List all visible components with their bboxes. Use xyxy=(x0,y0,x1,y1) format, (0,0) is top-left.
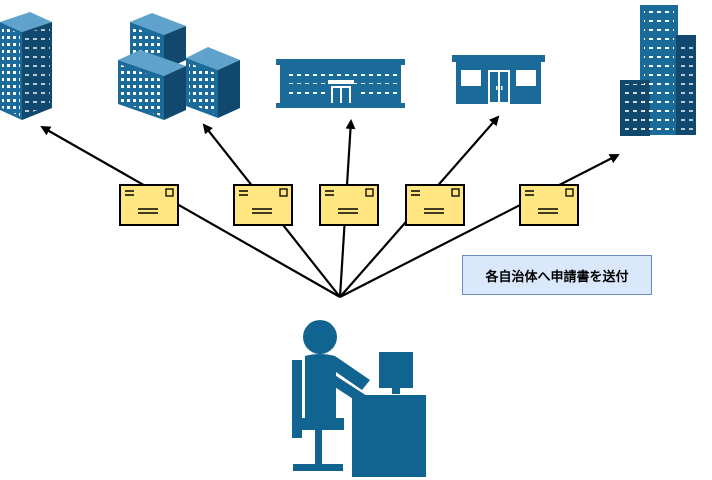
office-complex-icon xyxy=(118,13,240,120)
city-hall-icon xyxy=(276,59,405,108)
envelope-group xyxy=(119,184,579,226)
shop-icon xyxy=(452,55,545,104)
mail-envelope-icon xyxy=(405,184,465,226)
office-tower-icon xyxy=(0,12,52,120)
arrow-to-office-tower xyxy=(40,126,341,298)
person-at-desk-icon xyxy=(292,320,426,477)
mail-envelope-icon xyxy=(519,184,579,226)
send-label: 各自治体へ申請書を送付 xyxy=(462,255,652,295)
arrow-to-skyscraper xyxy=(339,154,620,298)
mail-envelope-icon xyxy=(233,184,293,226)
skyscraper-icon xyxy=(620,5,696,136)
mail-envelope-icon xyxy=(319,184,379,226)
mail-envelope-icon xyxy=(119,184,179,226)
arrow-group xyxy=(40,115,620,298)
